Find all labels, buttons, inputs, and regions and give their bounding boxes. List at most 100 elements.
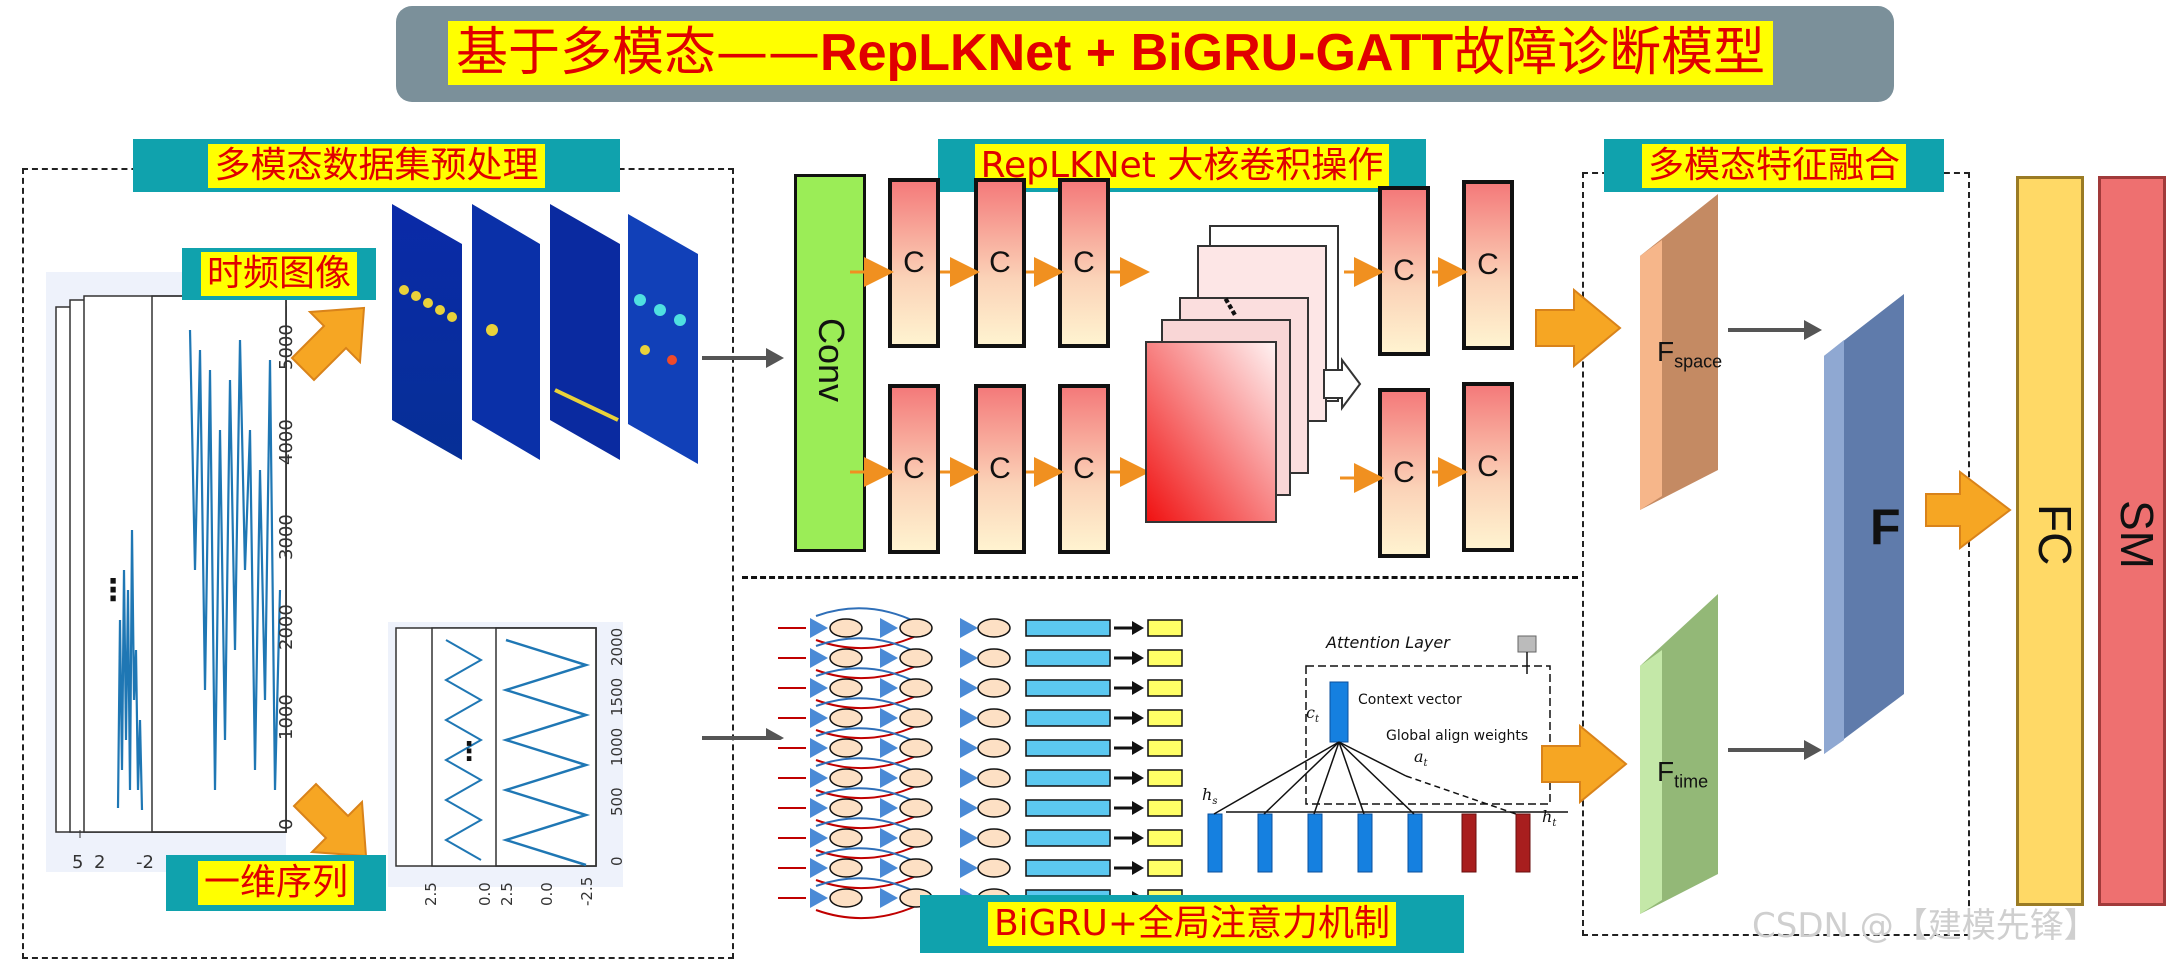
f-space-sub: space <box>1674 351 1723 372</box>
at-sub: t <box>1424 758 1429 769</box>
hs-sub: s <box>1212 796 1217 807</box>
hs-label: hs <box>1202 785 1217 807</box>
fc-label: FC <box>2029 504 2081 566</box>
seq-xtick-1: 2.5 <box>422 882 440 906</box>
kernel-out-arrow-icon <box>1323 357 1362 411</box>
f-space-main: F <box>1657 336 1675 367</box>
f-time-slab-edge <box>1640 650 1662 914</box>
attention-box <box>1305 665 1551 805</box>
replknet-connectors: ⋮ <box>850 225 1468 523</box>
ytick-0: 0 <box>276 819 297 830</box>
sine-trace-a <box>443 639 484 861</box>
ytick-3000: 3000 <box>276 514 297 560</box>
fused-feature-slab-edge <box>1824 340 1844 754</box>
seq-xtick-3: 2.5 <box>498 882 516 906</box>
title-prefix: 基于多模态—— <box>456 23 821 83</box>
diagram-title: 基于多模态——RepLKNet + BiGRU-GATT故障诊断模型 <box>448 21 1774 85</box>
c-block-bottom-3: C <box>1058 384 1110 554</box>
c-block-right-bottom-2: C <box>1462 382 1514 552</box>
sm-label: SM <box>2111 500 2163 569</box>
ht-label: ht <box>1542 807 1557 829</box>
conv-block <box>794 174 866 552</box>
ytick-2000: 2000 <box>276 604 297 650</box>
kernel-stack <box>1145 225 1339 523</box>
at-label: at <box>1414 747 1429 769</box>
tf-image-label-text: 时频图像 <box>200 252 357 296</box>
fused-feature-label: F <box>1870 499 1901 555</box>
signal-trace-b <box>188 329 282 791</box>
signal-trace-a <box>116 529 144 811</box>
seq-ytick-2000: 2000 <box>608 628 626 666</box>
attention-links <box>1213 741 1517 815</box>
context-vector-label: Context vector <box>1358 692 1462 708</box>
spectrogram-4-spots <box>634 294 686 365</box>
softmax-layer <box>2098 176 2166 906</box>
fusion-label: 多模态特征融合 <box>1604 139 1944 192</box>
attention-title: Attention Layer <box>1325 633 1451 652</box>
ytick-1000: 1000 <box>276 694 297 740</box>
bigru-rows <box>778 607 1183 920</box>
bigru-network <box>778 607 1183 920</box>
title-suffix: 故障诊断模型 <box>1453 23 1766 83</box>
replknet-label-text: RepLKNet 大核卷积操作 <box>974 143 1390 188</box>
f-time-label: Ftime <box>1657 756 1708 793</box>
time-in-arrow-icon <box>1541 723 1628 805</box>
section-divider <box>742 576 1578 579</box>
c-label: C <box>1073 452 1095 485</box>
bigru-row <box>778 757 1183 800</box>
spectrogram-stack <box>392 204 698 464</box>
sine-trace-b <box>501 638 591 867</box>
encoder-state <box>1207 813 1223 873</box>
replknet-label: RepLKNet 大核卷积操作 <box>938 139 1426 192</box>
f-time-sub: time <box>1674 771 1709 792</box>
raw-signal-plot: 5 2 -2 0 1000 2000 3000 4000 5000 ⋮ <box>46 272 297 873</box>
c-block-right-top-2: C <box>1462 180 1514 350</box>
xtick-label-3: -2 <box>136 852 154 873</box>
c-label: C <box>903 246 925 279</box>
spectrogram-1 <box>392 204 462 460</box>
fusion-diagram <box>1535 194 2012 914</box>
watermark-text: CSDN @【建模先锋】 <box>1752 906 2098 946</box>
tf-image-label: 时频图像 <box>182 248 376 300</box>
spectrogram-2 <box>472 204 540 460</box>
conv-label: Conv <box>811 318 852 403</box>
f-time-main: F <box>1657 756 1675 787</box>
sequence-plot: 0 500 1000 1500 2000 2.5 0.0 2.5 0.0 -2.… <box>388 622 626 906</box>
c-label: C <box>1073 246 1095 279</box>
bigru-row <box>778 727 1183 770</box>
seq-frame-2 <box>431 627 597 867</box>
align-weights-label: Global align weights <box>1386 728 1528 744</box>
tf-arrow-icon <box>290 306 366 382</box>
bigru-label-text: BiGRU+全局注意力机制 <box>987 902 1397 946</box>
ellipsis-dots: ⋮ <box>98 573 128 608</box>
c-block-top-2: C <box>974 178 1026 348</box>
bigru-row <box>778 697 1183 740</box>
f-space-label: Fspace <box>1657 336 1722 373</box>
ct-sub: t <box>1315 714 1320 725</box>
seq-ytick-1500: 1500 <box>608 678 626 716</box>
f-to-fc-arrow-icon <box>1925 469 2012 551</box>
bigru-row <box>778 787 1183 830</box>
encoder-state <box>1407 813 1423 873</box>
space-in-arrow-icon <box>1535 287 1622 369</box>
preprocess-label-text: 多模态数据集预处理 <box>208 143 545 188</box>
seq-ytick-1000: 1000 <box>608 728 626 766</box>
c-label: C <box>1393 254 1415 287</box>
sequence-label-text: 一维序列 <box>197 861 354 905</box>
xtick-label-1: 5 <box>72 852 83 873</box>
spectrogram-1-spots <box>399 285 457 322</box>
bigru-row <box>778 847 1183 890</box>
spectrogram-4 <box>628 214 698 464</box>
c-label: C <box>1393 456 1415 489</box>
seq-xtick-4: 0.0 <box>538 882 556 906</box>
c-label: C <box>989 246 1011 279</box>
at-main: a <box>1414 747 1424 766</box>
context-vector-block <box>1329 681 1349 743</box>
seq-frame-3 <box>495 627 597 867</box>
bigru-label: BiGRU+全局注意力机制 <box>920 895 1464 953</box>
title-model: RepLKNet + BiGRU-GATT <box>820 24 1454 82</box>
seq-ellipsis: ⋮ <box>456 737 482 767</box>
preprocess-label: 多模态数据集预处理 <box>133 139 620 192</box>
c-block-right-bottom-1: C <box>1378 388 1430 558</box>
seq-ytick-500: 500 <box>608 787 626 816</box>
